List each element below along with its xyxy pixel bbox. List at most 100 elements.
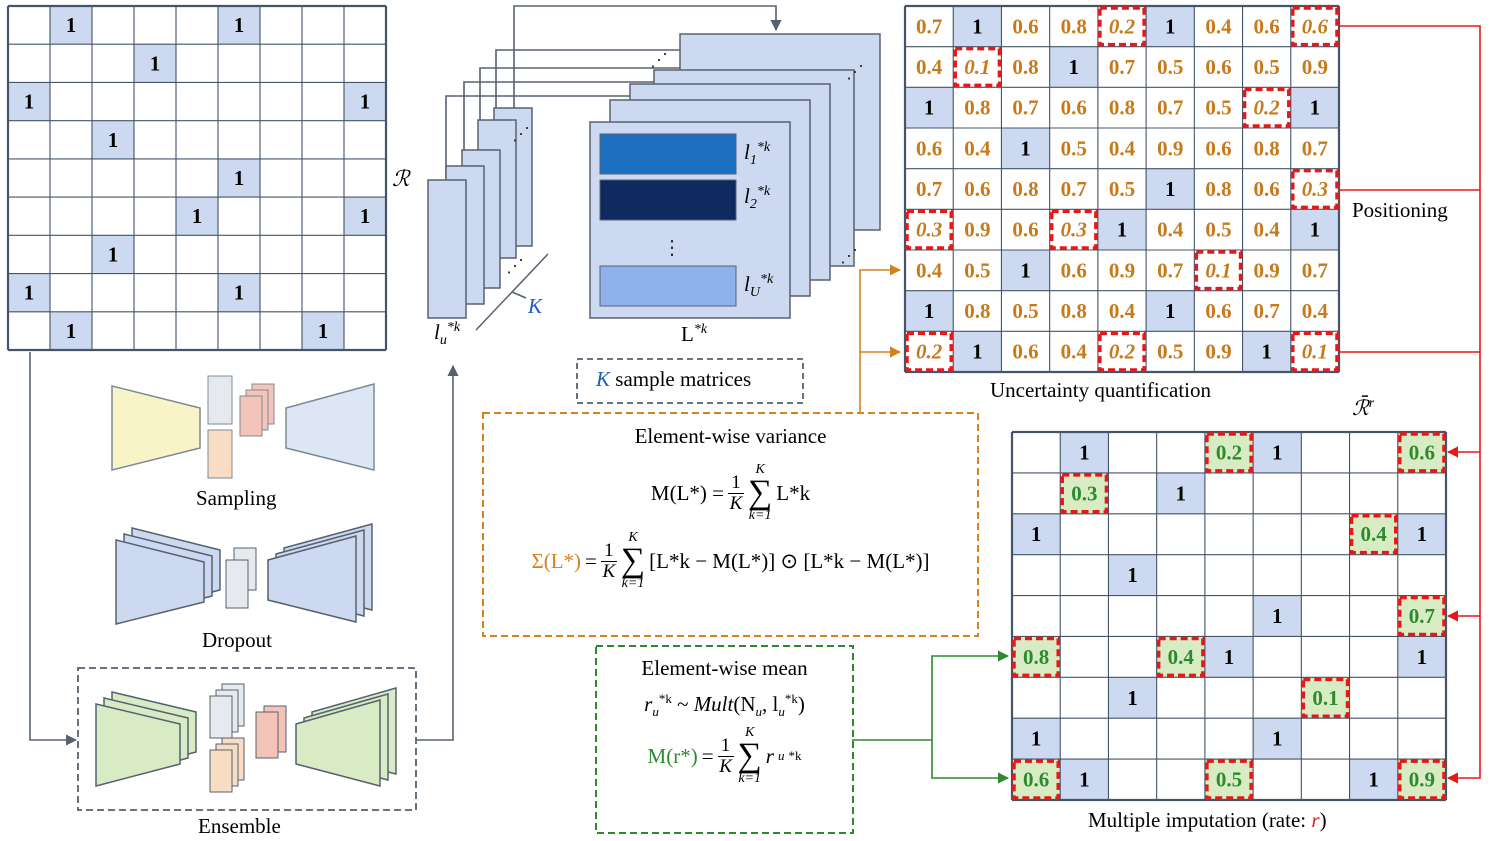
observed-cell: [1012, 718, 1061, 760]
observed-value: 1: [234, 13, 245, 37]
observed-cell: [1242, 331, 1291, 372]
low-uncertainty-value: 0.2: [916, 340, 943, 364]
imputed-cell: [1060, 472, 1109, 514]
uncertainty-value: 1: [1165, 14, 1176, 38]
low-uncertainty-value: 0.6: [1302, 14, 1329, 38]
ensemble-box: [77, 667, 417, 811]
observed-value: 1: [1272, 440, 1283, 464]
dropout-model-icon: [115, 523, 373, 625]
variance-title: Element-wise variance: [634, 424, 827, 448]
observed-cell: [1290, 209, 1339, 250]
selected-cell-marker: [905, 331, 953, 372]
r-matrix-bg: [8, 6, 386, 350]
observed-value: 1: [1127, 563, 1138, 587]
uncertainty-value: 1: [1165, 177, 1176, 201]
uncertainty-value: 1: [1310, 218, 1321, 242]
l1-label: l1*k: [744, 140, 771, 169]
low-uncertainty-value: 0.2: [1109, 14, 1136, 38]
imputation-caption: Multiple imputation (rate: r): [1088, 808, 1327, 832]
lu-label: lu*k: [434, 320, 461, 349]
observed-cell: [1146, 6, 1195, 47]
observed-cell: [1097, 209, 1147, 250]
observed-value: 1: [1368, 768, 1379, 792]
low-uncertainty-value: 0.2: [1109, 340, 1136, 364]
observed-value: 1: [24, 90, 35, 114]
observed-value: 1: [1079, 440, 1090, 464]
selected-cell-marker: [953, 46, 1002, 88]
r-bar-symbol: ℛ̄r: [1352, 396, 1375, 420]
uncertainty-value: 0.5: [1254, 55, 1280, 79]
svg-text:⋰: ⋰: [840, 246, 858, 266]
selected-cell-marker: [1098, 331, 1146, 372]
uncertainty-value: 0.6: [1012, 218, 1038, 242]
imputed-cell: [1397, 432, 1446, 473]
imputed-cell-marker: [1060, 473, 1109, 514]
imputed-value: 0.6: [1023, 768, 1049, 792]
k-samples-box: [576, 358, 804, 404]
observed-cell: [1253, 595, 1302, 637]
uncertainty-value: 1: [924, 299, 935, 323]
low-uncertainty-value: 0.1: [964, 55, 990, 79]
uncertainty-value: 0.8: [964, 96, 990, 120]
observed-cell: [953, 6, 1002, 47]
uncertainty-value: 0.5: [1157, 340, 1183, 364]
imputed-cell: [1301, 677, 1350, 719]
observed-value: 1: [360, 204, 371, 228]
imputed-cell-marker: [1301, 677, 1350, 718]
svg-text:⋰: ⋰: [650, 50, 668, 70]
observed-value: 1: [1031, 522, 1042, 546]
observed-value: 1: [1031, 727, 1042, 751]
uncertainty-value: 0.5: [964, 258, 990, 282]
observed-cell: [905, 290, 954, 332]
k-axis-label: K: [528, 294, 543, 318]
observed-cell: [1290, 87, 1339, 128]
imputed-cell-marker: [1156, 636, 1205, 678]
uncertainty-value: 0.5: [1205, 96, 1231, 120]
selected-cell-marker: [1194, 250, 1243, 291]
observed-value: 1: [108, 242, 119, 266]
observed-cell: [1253, 718, 1302, 760]
uncertainty-value: 0.6: [916, 136, 942, 160]
uncertainty-value: 0.6: [1061, 96, 1087, 120]
observed-cell: [1049, 46, 1098, 88]
imputed-cell: [1012, 636, 1061, 678]
observed-cell: [344, 197, 386, 236]
svg-text:⋰: ⋰: [506, 256, 524, 276]
observed-cell: [905, 87, 954, 128]
uncertainty-value: 0.8: [1205, 177, 1231, 201]
uncertainty-value: 1: [1310, 96, 1321, 120]
observed-cell: [176, 197, 218, 236]
imputed-value: 0.1: [1312, 686, 1338, 710]
observed-value: 1: [1127, 686, 1138, 710]
selected-cell-marker: [1049, 209, 1098, 250]
imputed-value: 0.8: [1023, 645, 1049, 669]
uncertainty-value: 0.6: [1205, 55, 1231, 79]
uncertainty-value: 0.9: [1205, 340, 1231, 364]
uncertainty-value: 0.4: [1205, 14, 1232, 38]
uncertainty-value: 1: [1020, 258, 1031, 282]
low-uncertainty-value: 0.3: [916, 218, 942, 242]
uncertainty-value: 0.8: [1012, 177, 1038, 201]
lU-label: lU*k: [744, 272, 774, 301]
svg-text:⋰: ⋰: [846, 62, 864, 82]
low-uncertainty-value: 0.1: [1205, 258, 1231, 282]
observed-cell: [953, 331, 1002, 372]
observed-cell: [1146, 168, 1195, 210]
observed-value: 1: [1417, 522, 1428, 546]
observed-value: 1: [1272, 604, 1283, 628]
sample-matrix-stack: ⋮ ⋰ ⋰ ⋰: [589, 33, 881, 319]
uncertainty-value: 0.7: [1302, 258, 1328, 282]
imputed-cell: [1397, 759, 1446, 800]
uncertainty-value: 0.6: [1205, 136, 1231, 160]
observed-value: 1: [66, 319, 77, 343]
uncertainty-value: 0.4: [1302, 299, 1329, 323]
observed-value: 1: [234, 281, 245, 305]
uncertainty-value: 0.6: [1205, 299, 1231, 323]
low-uncertainty-value: 0.3: [1061, 218, 1087, 242]
observed-value: 1: [192, 204, 203, 228]
imputed-cell: [1349, 513, 1398, 555]
positioning-label: Positioning: [1352, 198, 1448, 222]
uncertainty-value: 0.4: [916, 55, 943, 79]
